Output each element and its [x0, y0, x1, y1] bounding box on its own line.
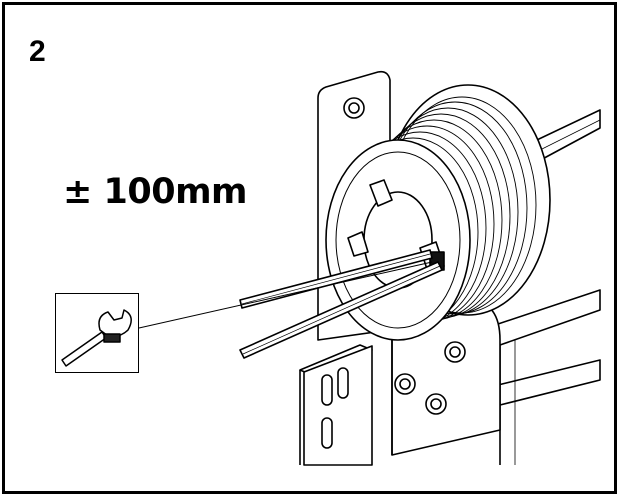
lower-bracket — [303, 345, 373, 466]
callout-line — [138, 261, 433, 329]
step-number: 2 — [29, 35, 46, 68]
wrench-icon — [61, 309, 132, 367]
measurement-label: ± 100mm — [63, 172, 248, 212]
wrench-callout-box — [55, 293, 139, 373]
